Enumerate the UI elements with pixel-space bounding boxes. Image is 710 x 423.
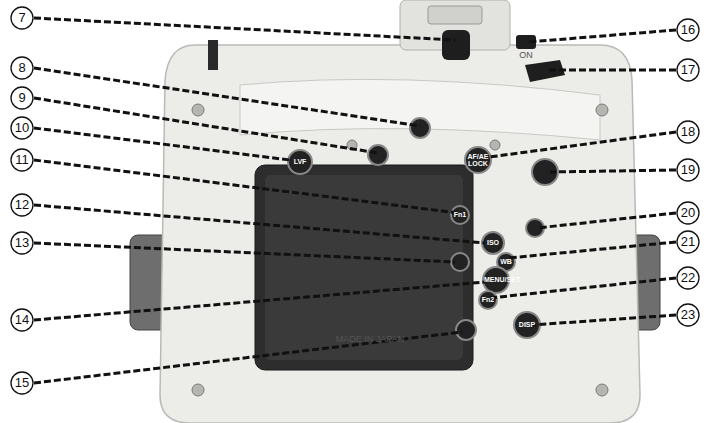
leader-lines — [34, 18, 676, 383]
button-label: Fn1 — [454, 211, 466, 218]
switch-marking: ON — [519, 51, 533, 60]
callout-number: 11 — [15, 153, 29, 167]
callout-number: 21 — [681, 235, 695, 249]
button-label: WB — [500, 258, 512, 265]
upper-bar — [240, 79, 600, 140]
callout-number: 10 — [15, 121, 29, 135]
left-post — [208, 40, 218, 70]
button-label: Fn2 — [482, 296, 494, 303]
shoe — [428, 6, 482, 24]
callout-number: 8 — [18, 61, 25, 75]
callout-number: 20 — [681, 206, 695, 220]
button-label: AF/AE LOCK — [465, 153, 491, 168]
lcd-window — [255, 165, 473, 370]
callout-number: 15 — [15, 376, 29, 390]
callout-number: 9 — [18, 91, 25, 105]
button-label: DISP — [519, 321, 535, 328]
callout-rings — [11, 7, 699, 394]
callout-number: 13 — [15, 236, 29, 250]
button-label: MENU/SET — [484, 276, 508, 283]
top-knob — [442, 30, 470, 60]
callout-number: 22 — [681, 271, 695, 285]
callout-number: 18 — [681, 125, 695, 139]
button-label: LVF — [294, 158, 307, 165]
housing-marking: MADE IN JAPAN — [336, 335, 404, 344]
housing-body — [160, 45, 640, 423]
callout-number: 16 — [681, 23, 695, 37]
callout-number: 14 — [15, 313, 29, 327]
button-label: ISO — [487, 239, 499, 246]
callout-number: 7 — [18, 11, 25, 25]
callout-number: 17 — [681, 63, 695, 77]
callout-number: 19 — [681, 163, 695, 177]
callout-number: 23 — [681, 308, 695, 322]
callout-number: 12 — [15, 198, 29, 212]
